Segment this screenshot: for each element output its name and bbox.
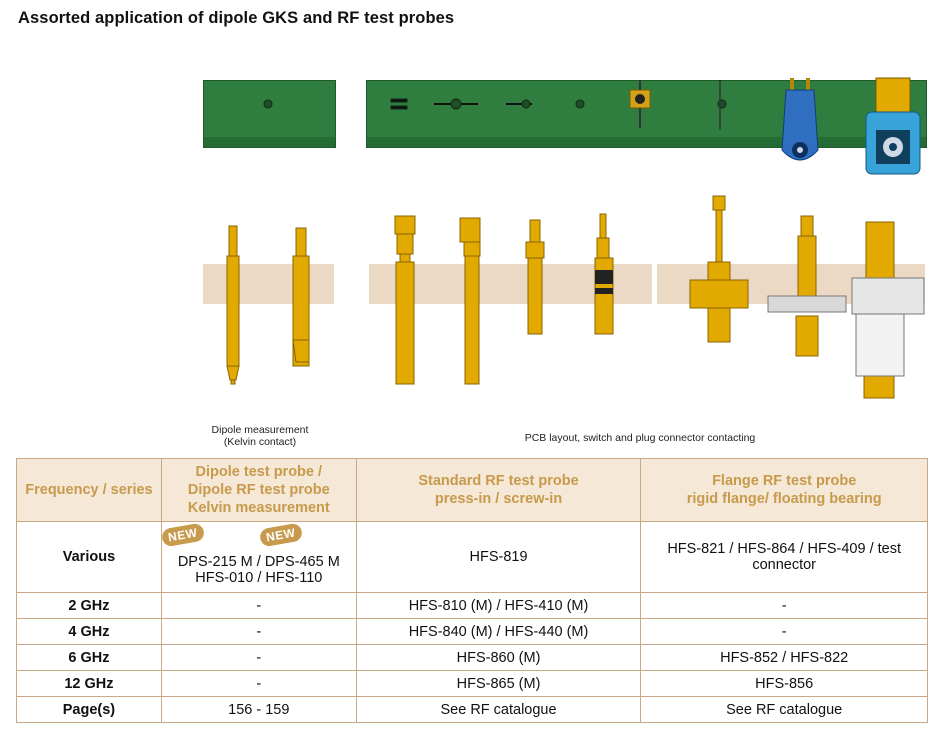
row-label: Page(s) — [16, 696, 162, 723]
cell-flange: HFS-821 / HFS-864 / HFS-409 / test conne… — [640, 521, 928, 593]
cell-flange: See RF catalogue — [640, 696, 928, 723]
blue-connector-1 — [781, 78, 819, 161]
cell-flange: HFS-856 — [640, 670, 928, 697]
cell-dipole: NEW NEW DPS-215 M / DPS-465 M HFS-010 / … — [160, 521, 357, 593]
table-row: 6 GHz - HFS-860 (M) HFS-852 / HFS-822 — [16, 644, 928, 671]
table-row: 2 GHz - HFS-810 (M) / HFS-410 (M) - — [16, 592, 928, 619]
cell-dipole: - — [160, 670, 357, 697]
row-label: Various — [16, 521, 162, 593]
header-standard-line1: Standard RF test probe — [418, 473, 579, 489]
header-standard: Standard RF test probe press-in / screw-… — [355, 458, 642, 522]
cell-dipole-line1: DPS-215 M / DPS-465 M — [177, 554, 340, 570]
board-left — [203, 264, 334, 304]
cell-standard: HFS-860 (M) — [355, 644, 642, 671]
new-badge-1: NEW — [160, 522, 205, 548]
cell-flange: - — [640, 618, 928, 645]
cell-dipole: - — [160, 644, 357, 671]
row-label: 2 GHz — [16, 592, 162, 619]
cell-standard: HFS-840 (M) / HFS-440 (M) — [355, 618, 642, 645]
table-row: 4 GHz - HFS-840 (M) / HFS-440 (M) - — [16, 618, 928, 645]
cell-standard: HFS-865 (M) — [355, 670, 642, 697]
pcb-strip-left — [203, 80, 336, 148]
header-flange-line2: rigid flange/ floating bearing — [686, 491, 882, 507]
caption-dipole-line2: (Kelvin contact) — [223, 436, 297, 448]
cell-flange: - — [640, 592, 928, 619]
cell-standard: HFS-810 (M) / HFS-410 (M) — [355, 592, 642, 619]
caption-dipole-line1: Dipole measurement — [211, 424, 309, 436]
header-standard-line2: press-in / screw-in — [434, 491, 563, 507]
table-row: Various NEW NEW DPS-215 M / DPS-465 M HF… — [16, 521, 928, 593]
header-dipole-line3: Kelvin measurement — [187, 500, 330, 516]
cell-flange: HFS-852 / HFS-822 — [640, 644, 928, 671]
cell-standard: See RF catalogue — [355, 696, 642, 723]
flange-probes — [689, 195, 895, 399]
header-dipole-line2: Dipole RF test probe — [187, 482, 330, 498]
cell-standard: HFS-819 — [355, 521, 642, 593]
spec-table: Frequency / series Dipole test probe / D… — [16, 458, 928, 723]
header-flange: Flange RF test probe rigid flange/ float… — [640, 458, 928, 522]
row-label: 12 GHz — [16, 670, 162, 697]
caption-dipole: Dipole measurement (Kelvin contact) — [190, 424, 330, 448]
header-dipole: Dipole test probe / Dipole RF test probe… — [160, 458, 357, 522]
table-row: Page(s) 156 - 159 See RF catalogue See R… — [16, 696, 928, 723]
pcb-switch — [629, 80, 651, 128]
blue-connector-2 — [865, 77, 921, 175]
pcb-strip-right — [366, 80, 927, 148]
row-label: 6 GHz — [16, 644, 162, 671]
cell-flange-line1: HFS-821 / HFS-864 / HFS-409 / test — [667, 541, 902, 557]
caption-pcb: PCB layout, switch and plug connector co… — [524, 432, 756, 444]
header-dipole-line1: Dipole test probe / — [195, 464, 323, 480]
standard-probes — [394, 213, 614, 385]
cell-dipole-line2: HFS-010 / HFS-110 — [195, 570, 323, 586]
header-flange-line1: Flange RF test probe — [712, 473, 857, 489]
row-label: 4 GHz — [16, 618, 162, 645]
cell-dipole: - — [160, 592, 357, 619]
page-title: Assorted application of dipole GKS and R… — [18, 9, 455, 27]
cell-flange-line2: connector — [752, 557, 817, 573]
dipole-probes — [226, 225, 310, 385]
cell-dipole: - — [160, 618, 357, 645]
cell-dipole: 156 - 159 — [160, 696, 357, 723]
table-header-row: Frequency / series Dipole test probe / D… — [16, 458, 928, 522]
table-row: 12 GHz - HFS-865 (M) HFS-856 — [16, 670, 928, 697]
pcb-pads — [263, 98, 727, 110]
new-badge-2: NEW — [258, 522, 303, 548]
header-frequency-series: Frequency / series — [16, 458, 162, 522]
probe-illustration — [226, 77, 925, 399]
